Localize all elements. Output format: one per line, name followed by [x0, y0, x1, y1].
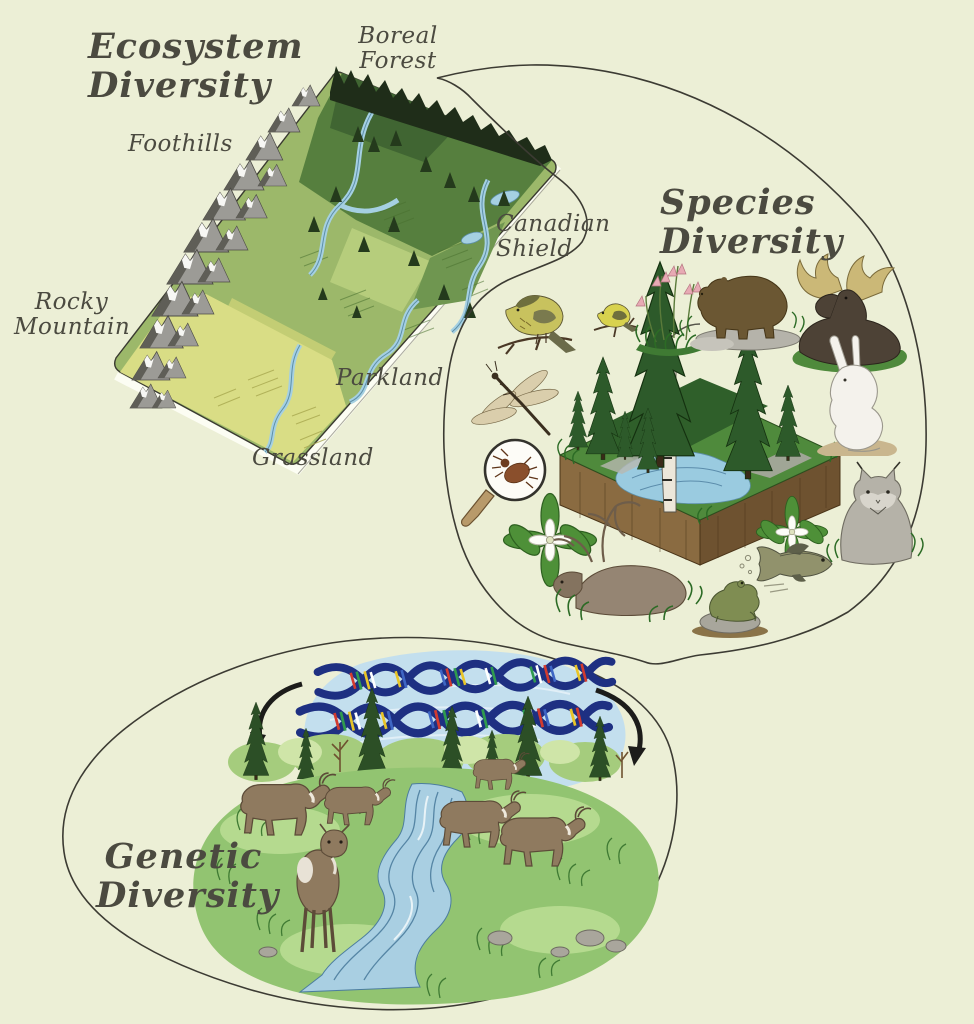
fish	[739, 543, 833, 593]
map-rivers	[263, 110, 520, 454]
small-yellow-bird	[593, 303, 638, 338]
lynx	[826, 461, 924, 565]
ecosystem-map	[113, 66, 562, 476]
genetic-diversity-title: Genetic Diversity	[96, 836, 280, 916]
species-diversity-title: Species Diversity	[660, 182, 844, 262]
black-bear-on-rock	[679, 275, 805, 351]
label-foothills: Foothills	[128, 131, 233, 157]
map-treeline	[330, 66, 552, 166]
stream	[298, 783, 469, 993]
label-boreal-forest: Boreal Forest	[358, 23, 438, 75]
label-grassland: Grassland	[252, 445, 374, 471]
frog-on-rock	[692, 580, 768, 638]
tick-under-magnifying-glass	[461, 438, 547, 527]
genetic-illustration	[193, 650, 659, 1005]
map-grass-hatching	[213, 369, 327, 449]
young-caribou-foreground	[296, 823, 350, 953]
boreal-forest-diorama	[557, 261, 842, 569]
grass-fringe	[557, 438, 839, 525]
species-bubble-outline	[436, 64, 927, 665]
divergence-arrow-right	[595, 687, 646, 766]
tick-icon	[491, 448, 539, 489]
dragonfly	[471, 360, 559, 436]
ecosystem-diversity-title: Ecosystem Diversity	[88, 26, 304, 106]
species-illustration	[461, 253, 924, 638]
snowshoe-hare	[817, 335, 897, 456]
moose-lying	[792, 253, 907, 373]
warbler-on-branch	[497, 295, 576, 355]
rocks	[258, 929, 627, 958]
twinflower	[635, 263, 703, 356]
caribou-herd-west	[239, 771, 397, 953]
grass-tufts	[555, 580, 703, 623]
genetic-bubble-outline	[62, 636, 678, 1011]
label-rocky-mountain: Rocky Mountain	[14, 289, 131, 341]
caribou-in-grass	[553, 501, 703, 623]
label-canadian-shield: Canadian Shield	[496, 211, 611, 263]
label-parkland: Parkland	[336, 365, 444, 391]
